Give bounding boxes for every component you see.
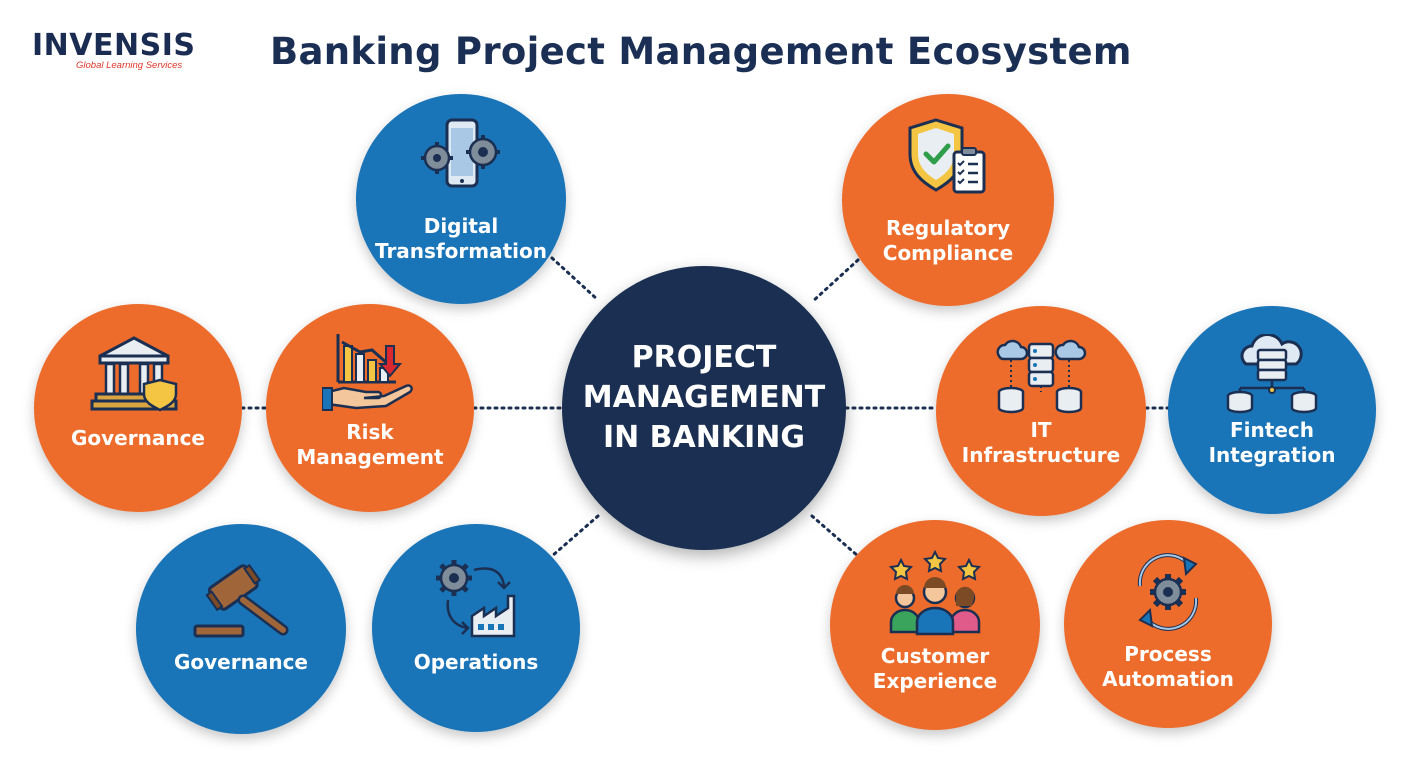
node-label: Regulatory — [885, 216, 1011, 240]
node-label: Operations — [413, 650, 539, 674]
invensis-logo: INVENSIS Global Learning Services — [32, 28, 196, 74]
gavel-icon — [191, 560, 291, 644]
connector-regulatory — [810, 258, 860, 304]
node-customer-experience: Customer Experience — [830, 520, 1040, 730]
connector-customer — [810, 514, 860, 558]
center-line-3: IN BANKING — [602, 420, 806, 455]
node-fintech-integration: Fintech Integration — [1168, 306, 1376, 514]
node-label: Governance — [70, 426, 205, 450]
node-operations: Operations — [372, 524, 580, 732]
gear-cycle-icon — [1120, 550, 1216, 638]
node-governance-gavel: Governance — [136, 524, 346, 734]
node-label: Automation — [1102, 667, 1234, 691]
people-stars-icon — [887, 549, 983, 644]
gear-factory-icon — [428, 556, 524, 642]
node-label: Experience — [872, 669, 998, 693]
node-label: Digital — [423, 214, 499, 238]
node-label: Management — [296, 445, 444, 469]
node-risk-management: Risk Management — [266, 304, 474, 512]
center-line-1: PROJECT — [631, 340, 777, 375]
node-label: Infrastructure — [961, 443, 1121, 467]
node-label: Integration — [1208, 443, 1336, 467]
node-label: IT — [1030, 418, 1052, 442]
node-digital-transformation: Digital Transformation — [356, 94, 566, 304]
node-process-automation: Process Automation — [1064, 520, 1272, 728]
brand-tagline: Global Learning Services — [76, 60, 183, 71]
node-label: Process — [1124, 642, 1212, 666]
bank-building-icon — [90, 334, 186, 416]
node-it-infrastructure: IT Infrastructure — [936, 306, 1146, 516]
node-label: Customer — [880, 644, 990, 668]
node-label: Fintech — [1230, 418, 1314, 442]
smartphone-gears-icon — [413, 118, 509, 194]
connector-digital — [550, 256, 600, 302]
center-hub: PROJECT MANAGEMENT IN BANKING — [562, 266, 846, 550]
node-label: Transformation — [375, 239, 547, 263]
node-regulatory-compliance: Regulatory Compliance — [842, 94, 1054, 306]
node-label: Risk — [346, 420, 394, 444]
cloud-server-icon — [1224, 333, 1320, 418]
page-title: Banking Project Management Ecosystem — [270, 30, 1132, 73]
node-governance-bank: Governance — [34, 304, 242, 512]
brand-name: INVENSIS — [32, 28, 196, 63]
node-label: Compliance — [882, 241, 1014, 265]
center-line-2: MANAGEMENT — [582, 380, 826, 415]
shield-checklist-icon — [900, 116, 996, 200]
cloud-database-icon — [993, 336, 1089, 420]
declining-chart-hand-icon — [321, 330, 418, 418]
connector-operations — [550, 514, 600, 558]
node-label: Governance — [173, 650, 308, 674]
